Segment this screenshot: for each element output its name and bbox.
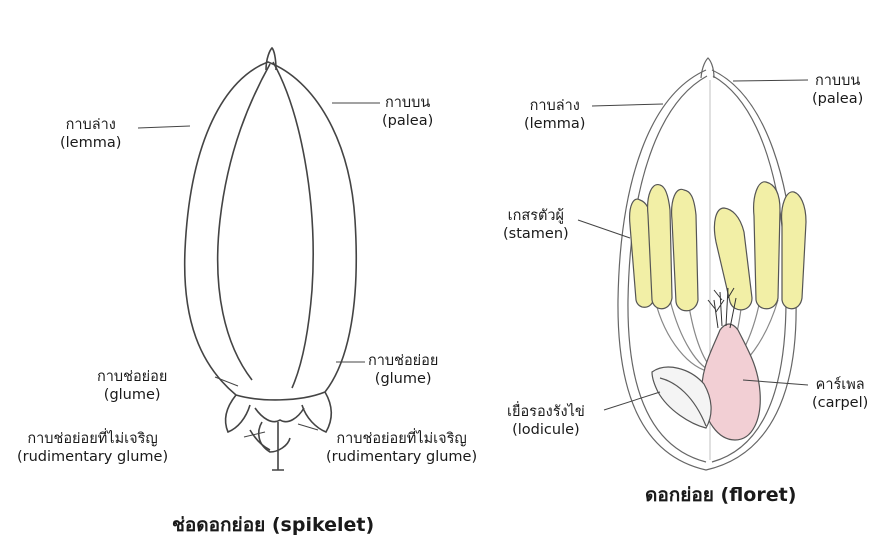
label-spikelet-glume-left: กาบช่อย่อย (glume) (97, 368, 167, 404)
stamen-3 (672, 189, 698, 310)
label-spikelet-rudimentary-right: กาบช่อย่อยที่ไม่เจริญ (rudimentary glume… (326, 430, 477, 466)
caption-floret: ดอกย่อย (floret) (645, 480, 796, 510)
label-spikelet-palea: กาบบน (palea) (382, 94, 433, 130)
label-floret-lemma-en: (lemma) (524, 115, 585, 133)
floret-tip (701, 58, 714, 78)
label-floret-lemma-th: กาบล่าง (524, 97, 585, 115)
carpel-shape (702, 324, 760, 440)
label-spikelet-glume-left-en: (glume) (97, 386, 167, 404)
label-spikelet-glume-right: กาบช่อย่อย (glume) (368, 352, 438, 388)
floret-lodicule (652, 367, 711, 428)
spikelet-palea-edge (218, 64, 270, 380)
stamen-2 (648, 185, 672, 309)
label-spikelet-palea-en: (palea) (382, 112, 433, 130)
label-spikelet-lemma: กาบล่าง (lemma) (60, 116, 121, 152)
label-spikelet-glume-left-th: กาบช่อย่อย (97, 368, 167, 386)
label-floret-stamen-en: (stamen) (503, 225, 569, 243)
label-floret-lodicule: เยื่อรองรังไข่ (lodicule) (507, 403, 585, 439)
stamen-6 (782, 192, 806, 309)
label-floret-stamen: เกสรตัวผู้ (stamen) (503, 207, 569, 243)
label-spikelet-rudimentary-left-en: (rudimentary glume) (17, 448, 168, 466)
label-floret-palea: กาบบน (palea) (812, 72, 863, 108)
label-floret-lemma: กาบล่าง (lemma) (524, 97, 585, 133)
lodicule-shape (652, 367, 711, 428)
label-spikelet-rudimentary-left: กาบช่อย่อยที่ไม่เจริญ (rudimentary glume… (17, 430, 168, 466)
label-spikelet-glume-right-en: (glume) (368, 370, 438, 388)
label-spikelet-rudimentary-left-th: กาบช่อย่อยที่ไม่เจริญ (17, 430, 168, 448)
label-floret-palea-th: กาบบน (812, 72, 863, 90)
label-floret-lodicule-en: (lodicule) (507, 421, 585, 439)
label-spikelet-rudimentary-right-en: (rudimentary glume) (326, 448, 477, 466)
label-spikelet-glume-right-th: กาบช่อย่อย (368, 352, 438, 370)
spikelet-lemma-shape (185, 62, 357, 400)
label-floret-lodicule-th: เยื่อรองรังไข่ (507, 403, 585, 421)
label-spikelet-palea-th: กาบบน (382, 94, 433, 112)
spikelet-tip (266, 48, 276, 70)
caption-spikelet: ช่อดอกย่อย (spikelet) (172, 510, 374, 540)
label-floret-palea-en: (palea) (812, 90, 863, 108)
label-spikelet-lemma-th: กาบล่าง (60, 116, 121, 134)
label-floret-stamen-th: เกสรตัวผู้ (503, 207, 569, 225)
label-floret-carpel-th: คาร์เพล (812, 376, 868, 394)
label-floret-carpel-en: (carpel) (812, 394, 868, 412)
floret-stamens (630, 182, 806, 311)
stamen-5 (754, 182, 780, 309)
label-spikelet-lemma-en: (lemma) (60, 134, 121, 152)
spikelet-palea-fold (273, 62, 313, 388)
spikelet-leader-lines (138, 103, 380, 437)
spikelet-rudimentary-glumes (255, 408, 304, 422)
label-floret-carpel: คาร์เพล (carpel) (812, 376, 868, 412)
spikelet-glume-left (226, 395, 250, 432)
label-spikelet-rudimentary-right-th: กาบช่อย่อยที่ไม่เจริญ (326, 430, 477, 448)
spikelet-drawing (185, 48, 357, 470)
